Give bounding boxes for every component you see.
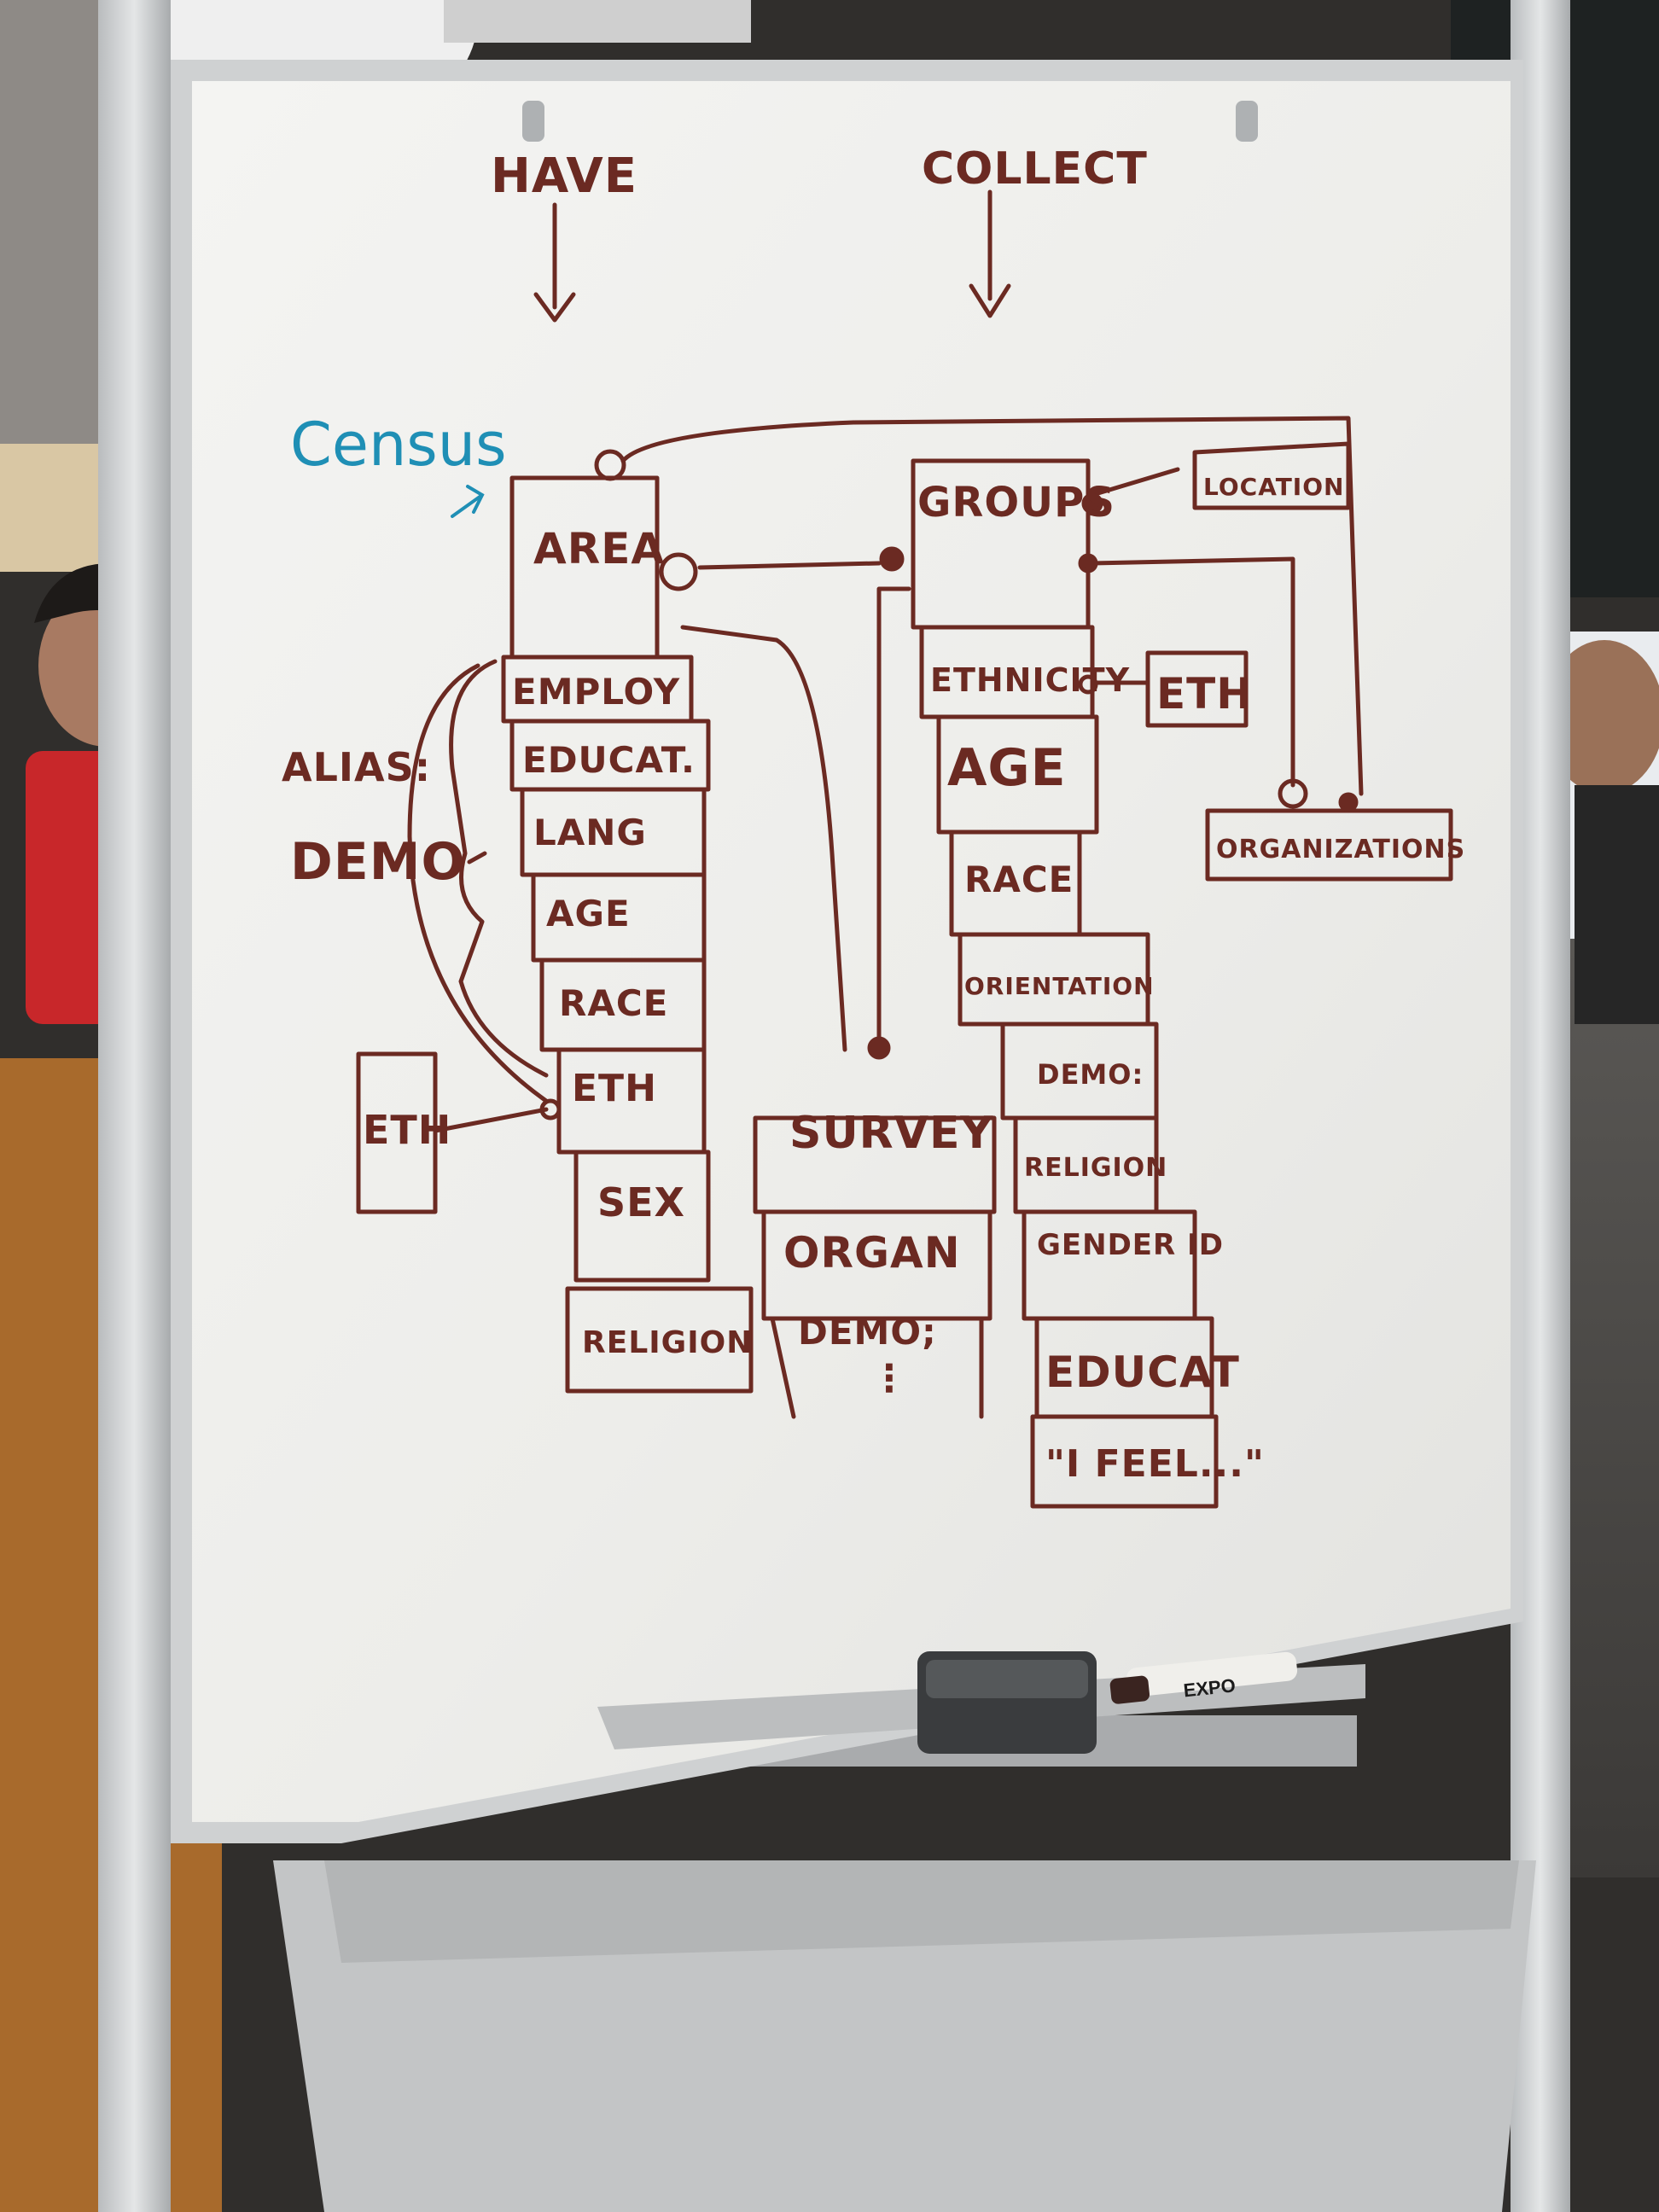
group-table-title: GROUPS: [917, 479, 1115, 527]
census-arrow: [451, 485, 485, 518]
eth-box-left: ETH: [363, 1107, 451, 1153]
left-row-lang: LANG: [533, 812, 647, 853]
whiteboard: [171, 60, 1523, 1843]
diagram-lines: [356, 189, 1453, 1509]
marker-tray: EXPO: [597, 1651, 1365, 1754]
group-row-religion: RELIGION: [1024, 1153, 1167, 1183]
header-have: HAVE: [491, 148, 637, 204]
group-row-age: AGE: [947, 738, 1067, 798]
group-row-demo: DEMO:: [1037, 1058, 1144, 1091]
left-row-race: RACE: [559, 982, 668, 1024]
alias-line2: DEMO: [290, 832, 466, 892]
expo-marker: EXPO: [1109, 1651, 1298, 1704]
survey-title: SURVEY: [789, 1108, 993, 1159]
diagram-text: HAVE COLLECT Census AREA EMPLOY EDUCAT. …: [282, 143, 1465, 1486]
left-row-educat: EDUCAT.: [522, 739, 696, 781]
person-right: [1545, 640, 1659, 1024]
group-row-race: RACE: [964, 859, 1074, 900]
survey-row-organ: ORGAN: [783, 1228, 961, 1278]
group-row-orientation: ORIENTATION: [964, 972, 1155, 1000]
group-row-gender-id: GENDER ID: [1037, 1228, 1224, 1262]
survey-row-more: ⋮: [870, 1357, 909, 1400]
alias-line1: ALIAS:: [282, 744, 431, 790]
left-row-employ: EMPLOY: [512, 671, 680, 713]
census-note: Census: [290, 410, 507, 480]
left-row-eth: ETH: [572, 1067, 657, 1110]
hook-right: [1236, 101, 1258, 142]
group-row-educat: EDUCAT: [1045, 1348, 1240, 1397]
left-table-title: AREA: [533, 524, 665, 573]
group-row-i-feel: "I FEEL...": [1045, 1442, 1265, 1486]
organizations-box: ORGANIZATIONS: [1216, 835, 1465, 864]
eth-box-right: ETH: [1156, 669, 1253, 719]
left-row-religion: RELIGION: [582, 1325, 753, 1360]
left-row-age: AGE: [546, 893, 631, 934]
header-collect: COLLECT: [922, 143, 1148, 195]
survey-row-demo: DEMO;: [798, 1311, 937, 1353]
location-box: LOCATION: [1203, 473, 1344, 501]
left-row-sex: SEX: [597, 1179, 685, 1225]
hook-left: [522, 101, 544, 142]
group-row-ethnicity: ETHNICITY: [930, 661, 1130, 699]
